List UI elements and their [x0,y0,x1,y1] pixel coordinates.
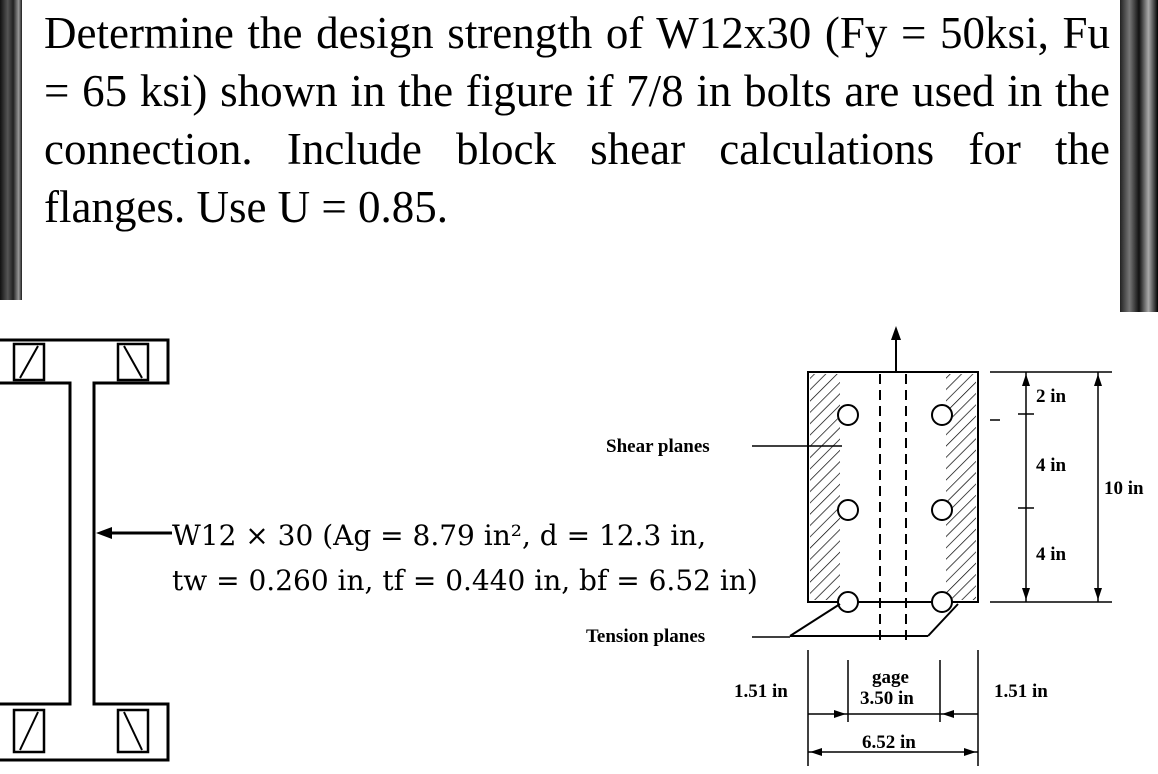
dim-4in-lower: 4 in [1036,544,1067,565]
problem-statement: Determine the design strength of W12x30 … [44,8,1110,232]
dim-right-edge: 1.51 in [994,681,1048,702]
dim-left-edge: 1.51 in [734,681,788,702]
section-spec-line1: W12 × 30 (Ag = 8.79 in², d = 12.3 in, [172,519,706,552]
gage-label: gage [872,667,909,688]
background-edge-left [0,0,22,300]
dim-10in: 10 in [1104,478,1144,499]
shear-planes-label: Shear planes [606,436,710,457]
tension-planes-label: Tension planes [586,626,705,647]
flange-drawing [752,326,1112,766]
dim-4in-upper: 4 in [1036,455,1067,476]
background-edge-right [1120,0,1158,312]
gage-value: 3.50 in [860,688,914,709]
section-leader-arrow [96,527,172,539]
section-spec-line2: tw = 0.260 in, tf = 0.440 in, bf = 6.52 … [172,564,758,597]
width-value: 6.52 in [862,732,916,753]
w-section-drawing [0,338,170,762]
dim-2in: 2 in [1036,386,1067,407]
